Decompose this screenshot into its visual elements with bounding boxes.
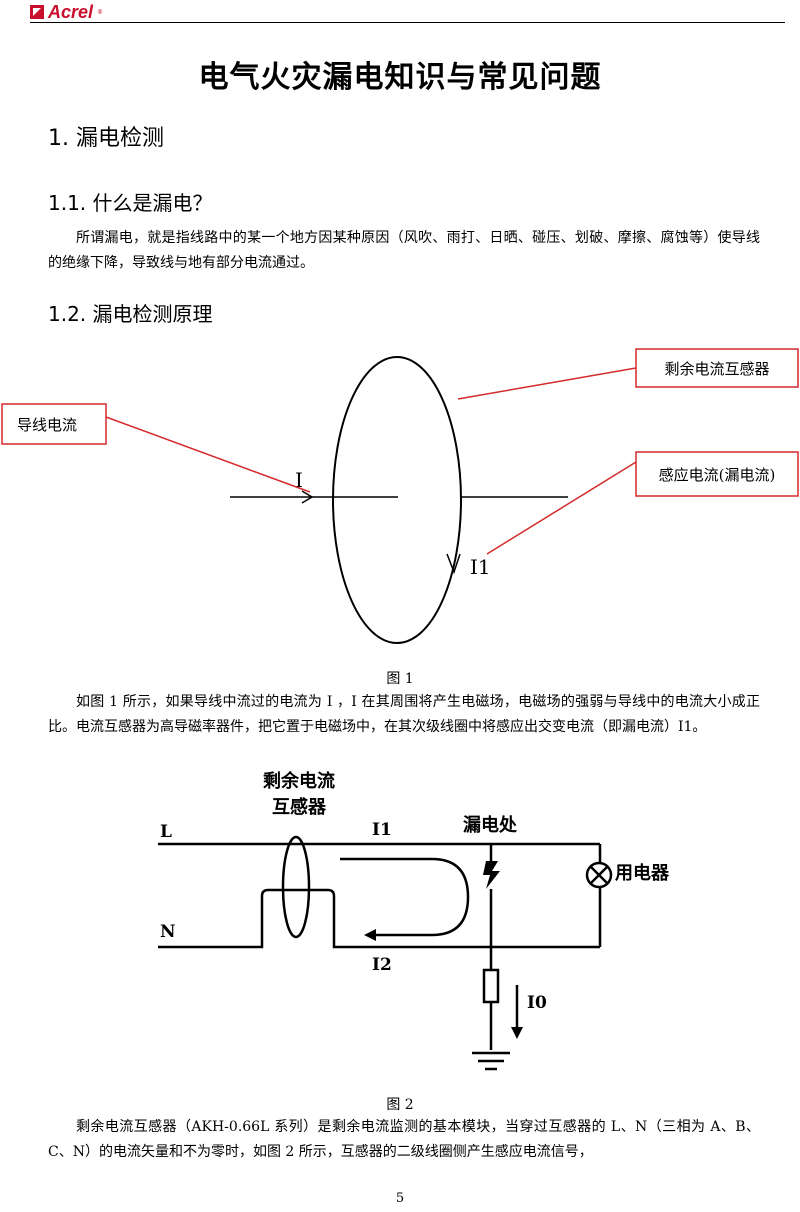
ct-ring	[332, 356, 462, 644]
label-I: I	[295, 468, 303, 492]
section-heading-1-2: 1.2. 漏电检测原理	[48, 302, 213, 326]
paragraph-detection-principle: 如图 1 所示，如果导线中流过的电流为 I ，I 在其周围将产生电磁场，电磁场的…	[48, 694, 760, 735]
section-heading-1-1: 1.1. 什么是漏电？	[48, 191, 213, 215]
paragraph-leakage-definition: 所谓漏电，就是指线路中的某一个地方因某种原因（风吹、雨打、日晒、碰压、划破、摩擦…	[48, 230, 760, 271]
callout-line-induced	[486, 461, 637, 555]
paragraph-residual-ct: 剩余电流互感器（AKH-0.66L 系列）是剩余电流监测的基本模块，当穿过互感器…	[48, 1119, 760, 1160]
callout-line-ct	[457, 367, 637, 400]
wire-N	[158, 888, 600, 949]
resistor	[482, 968, 500, 1004]
label-ct-line2: 互感器	[272, 796, 327, 818]
logo-registered-mark: ®	[97, 8, 104, 16]
loop-arrow	[340, 857, 470, 937]
label-I1: I1	[372, 820, 392, 840]
acrel-logo-icon	[30, 5, 44, 19]
figure-1-caption: 图 1	[386, 671, 414, 687]
callout-label-ct: 剩余电流互感器	[664, 360, 769, 378]
ct-ellipse	[281, 835, 311, 939]
callout-line-wire	[105, 416, 311, 493]
document-title: 电气火灾漏电知识与常见问题	[198, 60, 602, 95]
callout-label-induced: 感应电流(漏电流)	[659, 466, 776, 484]
callout-box-induced	[635, 451, 799, 497]
header-divider	[30, 22, 785, 23]
loop-arrowhead-icon	[364, 929, 376, 941]
figure-2-circuit-diagram: 剩余电流 互感器 L N I1 I2 漏电处 用电器 I0	[158, 770, 670, 1071]
label-leak-point: 漏电处	[463, 814, 518, 836]
figure-2-caption: 图 2	[386, 1097, 414, 1113]
page-number: 5	[395, 1191, 405, 1206]
label-I1: I1	[470, 555, 491, 579]
callout-box-ct	[635, 348, 799, 388]
label-N: N	[160, 922, 176, 942]
label-ct-line1: 剩余电流	[263, 770, 335, 792]
i0-arrowhead-icon	[511, 1027, 523, 1039]
figure-1-diagram: I I1 剩余电流互感器 导线电流 感应电流(漏电流)	[1, 348, 799, 644]
label-I0: I0	[527, 993, 547, 1013]
label-L: L	[160, 822, 172, 842]
callout-box-wire	[1, 403, 107, 445]
section-heading-1: 1. 漏电检测	[48, 126, 164, 151]
current-arrow-icon	[301, 490, 314, 504]
company-logo: Acrel®	[30, 3, 103, 21]
callout-label-wire: 导线电流	[17, 416, 77, 434]
label-I2: I2	[372, 955, 392, 975]
leak-lightning-icon	[483, 861, 500, 889]
induced-arrow-icon	[446, 553, 461, 575]
logo-text: Acrel	[48, 2, 94, 22]
label-appliance: 用电器	[615, 862, 670, 884]
